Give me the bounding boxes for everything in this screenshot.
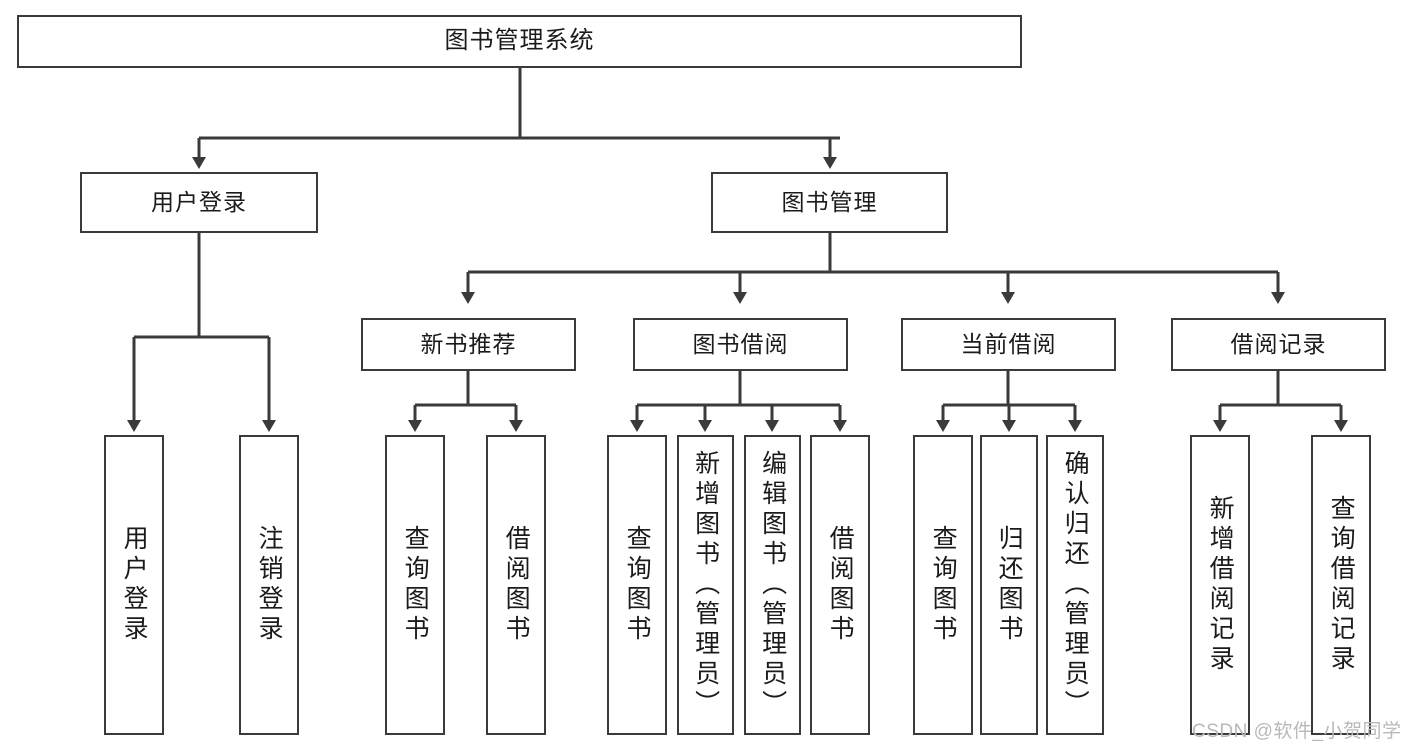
node-label: 新增借阅记录 xyxy=(1206,495,1235,675)
leaf-confirm-return[interactable]: 确认归还（管理员） xyxy=(1046,435,1104,735)
node-label: 编辑图书（管理员） xyxy=(758,450,787,720)
node-book-manage[interactable]: 图书管理 xyxy=(711,172,948,233)
leaf-query-book-2[interactable]: 查询图书 xyxy=(607,435,667,735)
node-user-login[interactable]: 用户登录 xyxy=(80,172,318,233)
node-label: 借阅图书 xyxy=(502,525,531,645)
leaf-add-book[interactable]: 新增图书（管理员） xyxy=(677,435,734,735)
leaf-borrow-book-1[interactable]: 借阅图书 xyxy=(486,435,546,735)
node-book-borrow[interactable]: 图书借阅 xyxy=(633,318,848,371)
node-label: 确认归还（管理员） xyxy=(1061,450,1090,720)
node-label: 图书管理系统 xyxy=(444,27,595,55)
leaf-borrow-book-2[interactable]: 借阅图书 xyxy=(810,435,870,735)
node-current-borrow[interactable]: 当前借阅 xyxy=(901,318,1116,371)
node-label: 注销登录 xyxy=(255,525,284,645)
leaf-edit-book[interactable]: 编辑图书（管理员） xyxy=(744,435,801,735)
leaf-return-book[interactable]: 归还图书 xyxy=(980,435,1038,735)
node-label: 借阅图书 xyxy=(826,525,855,645)
node-title-system[interactable]: 图书管理系统 xyxy=(17,15,1022,68)
node-label: 用户登录 xyxy=(120,525,149,645)
node-label: 归还图书 xyxy=(995,525,1024,645)
leaf-user-login[interactable]: 用户登录 xyxy=(104,435,164,735)
node-new-book-recommend[interactable]: 新书推荐 xyxy=(361,318,576,371)
leaf-logout[interactable]: 注销登录 xyxy=(239,435,299,735)
leaf-query-book-3[interactable]: 查询图书 xyxy=(913,435,973,735)
node-label: 图书管理 xyxy=(781,188,878,215)
csdn-watermark: CSDN @软件_小贺同学 xyxy=(1192,721,1402,742)
node-label: 查询图书 xyxy=(401,525,430,645)
node-label: 新增图书（管理员） xyxy=(691,450,720,720)
node-label: 查询图书 xyxy=(623,525,652,645)
leaf-query-record[interactable]: 查询借阅记录 xyxy=(1311,435,1371,735)
node-label: 借阅记录 xyxy=(1230,330,1327,357)
node-label: 用户登录 xyxy=(151,188,247,215)
node-label: 当前借阅 xyxy=(960,330,1057,357)
node-label: 查询借阅记录 xyxy=(1327,495,1356,675)
leaf-add-record[interactable]: 新增借阅记录 xyxy=(1190,435,1250,735)
node-label: 图书借阅 xyxy=(692,330,789,357)
node-borrow-record[interactable]: 借阅记录 xyxy=(1171,318,1386,371)
node-label: 新书推荐 xyxy=(420,330,517,357)
leaf-query-book-1[interactable]: 查询图书 xyxy=(385,435,445,735)
node-label: 查询图书 xyxy=(929,525,958,645)
